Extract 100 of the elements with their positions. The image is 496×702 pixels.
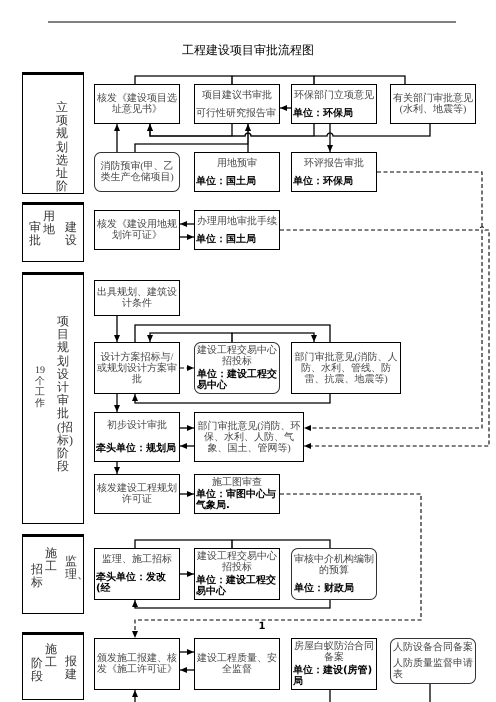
stage-box <box>22 272 84 524</box>
process-box <box>194 210 280 250</box>
dashed-arrow <box>132 493 422 638</box>
arrow <box>132 394 331 404</box>
box-text: 人防质量监督申请表 <box>393 658 473 680</box>
rounded-box <box>291 548 377 600</box>
connector-line <box>231 539 331 548</box>
process-box <box>94 210 180 250</box>
stage-label: 施工 <box>45 547 57 574</box>
box-text: 环保部门立项意见 <box>293 90 375 100</box>
box-text: 消防预审(甲、乙类生产仓储项目) <box>99 161 175 183</box>
stage-box <box>22 72 84 194</box>
stage-box <box>22 534 84 614</box>
unit-text: 牵头单位：规划局 <box>96 443 177 454</box>
box-text: 办理用地审批手续 <box>196 216 278 226</box>
box-text: 建设工程交易中心招投标 <box>196 551 278 573</box>
box-text: 监理、施工招标 <box>101 554 173 565</box>
stage-label: 建设 <box>65 221 77 248</box>
stage-label: 施工 <box>45 643 57 670</box>
box-text: 房屋白蚁防治合同备案 <box>293 641 375 663</box>
process-box <box>94 638 180 690</box>
rounded-box <box>194 342 280 394</box>
box-text: 人防设备合同备案 <box>393 642 473 654</box>
arrow <box>180 491 194 497</box>
dashed-arrow <box>280 228 490 449</box>
process-box <box>291 152 377 192</box>
unit-text: 单位：建设工程交易中心 <box>196 575 277 597</box>
stage-label: 审批 <box>29 221 41 248</box>
box-text: 建设工程交易中心招投标 <box>197 345 277 367</box>
process-box <box>194 412 304 462</box>
process-box <box>94 548 180 600</box>
unit-text: 单位：审图中心与气象局. <box>196 489 277 512</box>
process-box <box>194 638 280 690</box>
stage-label: 招标 <box>31 563 43 590</box>
diagram-title: 工程建设项目审批流程图 <box>182 43 314 58</box>
stage-label: 阶段 <box>31 657 43 684</box>
box-text: 核发《建设项目选址意见书》 <box>96 93 178 115</box>
process-box <box>390 84 476 124</box>
arrow <box>180 667 194 673</box>
unit-text: 牵头单位：发改(经 <box>96 572 167 594</box>
connector-line <box>329 690 331 702</box>
box-text: 部门审批意见(消防、环保、水利、人防、气象、国土、管网等) <box>196 420 302 454</box>
arrow <box>114 394 120 412</box>
process-box <box>291 84 377 124</box>
arrow <box>180 443 194 449</box>
process-box <box>94 474 180 514</box>
box-text: 环评报告审批 <box>303 158 365 168</box>
process-box <box>94 280 180 316</box>
unit-text: 单位：建设(房管)局 <box>293 665 374 687</box>
box-text: 有关部门审批意见(水利、地震等) <box>392 93 474 115</box>
box-text: 项目建议书审批 <box>201 90 273 100</box>
process-box <box>194 84 280 124</box>
connector-line <box>231 75 315 84</box>
arrow <box>280 105 291 111</box>
box-text: 核发《建设用地规划许可证》 <box>96 219 178 241</box>
unit-text: 单位：环保局 <box>293 108 354 118</box>
box-text: 用地预审 <box>216 158 258 168</box>
process-box <box>94 84 180 124</box>
box-text: 颁发施工报建、核发《施工许可证》 <box>96 653 178 675</box>
stage-label: 报建 <box>65 655 77 682</box>
unit-text: 单位：财政局 <box>294 583 355 594</box>
box-text: 初步设计审批 <box>106 420 168 431</box>
arrow <box>180 425 194 431</box>
unit-text: 单位：建设工程交易中心 <box>197 369 277 391</box>
dashed-arrow <box>304 171 483 431</box>
connector-line <box>134 539 233 548</box>
box-text: 建设工程质量、安全监督 <box>196 653 278 675</box>
arrow <box>180 221 194 227</box>
arrow <box>231 332 317 342</box>
process-box <box>291 342 401 394</box>
box-text: 设计方案招标与/或规划设计方案审批 <box>96 352 178 384</box>
arrow <box>134 124 251 152</box>
process-box <box>194 152 280 192</box>
box-text: 可行性研究报告审 <box>196 108 277 118</box>
connector-line <box>429 684 431 702</box>
unit-text: 单位：国土局 <box>196 176 257 186</box>
connector-line <box>134 75 233 84</box>
unit-text: 单位：国土局 <box>196 234 257 244</box>
arrow <box>114 316 120 342</box>
unit-text: 单位：环保局 <box>293 176 354 186</box>
connector-line <box>134 324 331 342</box>
box-text: 部门审批意见(消防、人防、水利、管线、防雷、抗震、地震等) <box>293 352 399 384</box>
stage-box <box>22 632 84 700</box>
rounded-box <box>390 638 476 684</box>
process-box <box>194 548 280 600</box>
stage-label: 立项规划选址阶 <box>56 101 68 194</box>
rounded-box <box>94 152 180 192</box>
arrow <box>180 649 194 655</box>
edge-label: 1 <box>258 622 266 632</box>
process-box <box>291 638 377 690</box>
process-box <box>94 342 180 394</box>
box-text: 出具规划、建筑设计条件 <box>96 287 178 309</box>
box-text: 核发建设工程规划许可证 <box>96 483 178 505</box>
arrow <box>180 571 194 577</box>
stage-label: 用地 <box>43 210 55 236</box>
arrow <box>114 124 120 152</box>
arrow <box>132 600 331 609</box>
arrow <box>114 462 120 474</box>
arrow <box>132 690 138 702</box>
stage-label: 19个工作 <box>34 365 46 409</box>
